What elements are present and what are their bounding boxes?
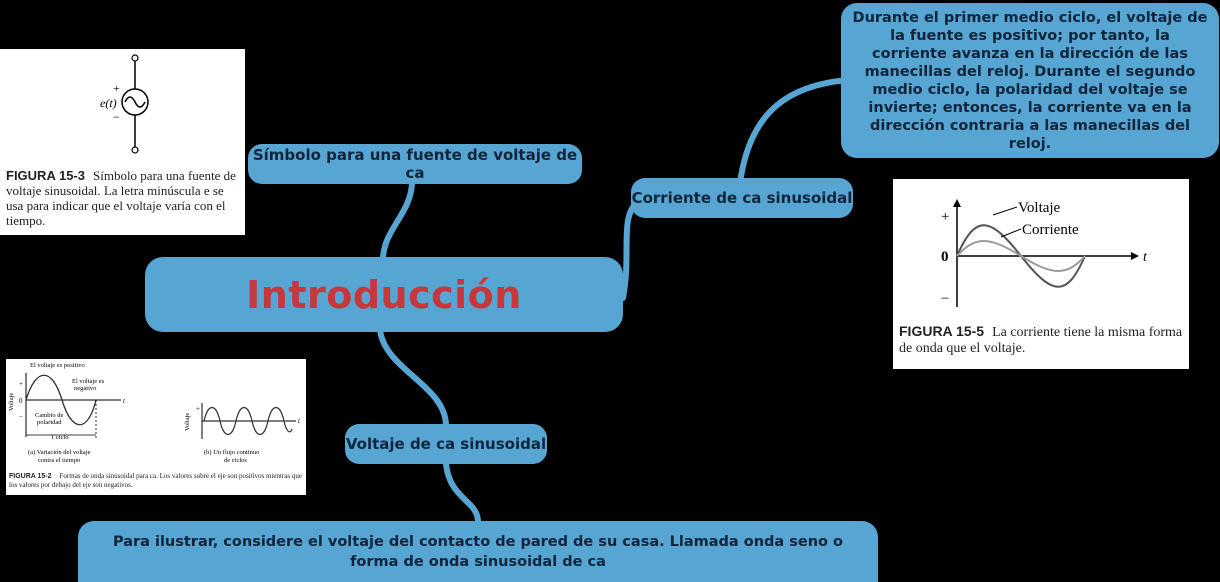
caption-text: La corriente tiene la misma forma de ond…	[899, 325, 1183, 357]
node-voltaje-ca[interactable]: Voltaje de ca sinusoidal	[345, 424, 547, 464]
connector-para	[443, 461, 481, 525]
caption-number: FIGURA 15-3	[6, 168, 85, 183]
node-durante-label: Durante el primer medio ciclo, el voltaj…	[852, 9, 1208, 152]
zero-label: 0	[941, 249, 949, 265]
connector-durante	[737, 77, 851, 186]
negativo-label-1: El voltaje es	[72, 378, 105, 385]
node-voltaje-label: Voltaje de ca sinusoidal	[345, 435, 547, 453]
sub-a-2: contra el tiempo	[38, 457, 80, 464]
caption-number: FIGURA 15-5	[899, 323, 985, 339]
node-durante-medio-ciclo[interactable]: Durante el primer medio ciclo, el voltaj…	[841, 3, 1219, 158]
plus-label: +	[113, 81, 120, 95]
node-corriente-label: Corriente de ca sinusoidal	[631, 189, 853, 207]
central-topic-node[interactable]: Introducción	[145, 257, 623, 332]
positivo-label: El voltaje es positivo	[30, 362, 85, 369]
node-simbolo-label: Símbolo para una fuente de voltaje de ca	[252, 146, 578, 182]
plus-label-b: +	[196, 405, 200, 413]
node-para-ilustrar[interactable]: Para ilustrar, considere el voltaje del …	[78, 521, 878, 582]
connector-simbolo	[380, 181, 415, 263]
legend-voltaje: Voltaje	[1018, 200, 1061, 216]
caption-text: Formas de onda sinusoidal para ca. Los v…	[9, 472, 302, 490]
cambio-label-1: Cambio de	[35, 412, 63, 419]
plus-label-a: +	[19, 380, 23, 388]
plus-label: +	[941, 209, 949, 225]
e-of-t-label: e(t)	[100, 96, 117, 110]
node-corriente-ca[interactable]: Corriente de ca sinusoidal	[631, 178, 853, 218]
t-label: t	[1143, 250, 1148, 265]
negativo-label-2: negativo	[74, 385, 96, 392]
caption-text: Símbolo para una fuente de voltaje sinus…	[6, 168, 236, 228]
node-simbolo-fuente[interactable]: Símbolo para una fuente de voltaje de ca	[248, 144, 582, 184]
ac-source-symbol: + e(t) −	[100, 54, 149, 154]
zero-label-a: 0	[19, 397, 23, 405]
central-topic-title: Introducción	[246, 272, 522, 317]
sub-b-1: (b) Un flujo continuo	[204, 449, 259, 456]
sine-waveforms: El voltaje es positivo El voltaje es neg…	[8, 362, 301, 464]
ylabel-a: Voltaje	[8, 393, 15, 411]
t-label-a: t	[123, 397, 126, 405]
cambio-label-2: polaridad	[37, 419, 62, 426]
legend-corriente: Corriente	[1022, 222, 1079, 238]
ylabel-b: Voltaje	[184, 413, 191, 431]
caption-number: FIGURA 15-2	[9, 473, 52, 480]
ciclo-label: 1 ciclo	[51, 434, 69, 441]
figure-15-2-image: El voltaje es positivo El voltaje es neg…	[6, 359, 306, 495]
minus-label: −	[941, 291, 949, 307]
minus-label: −	[113, 110, 120, 124]
connector-voltaje	[377, 327, 449, 428]
sub-a-1: (a) Variación del voltaje	[28, 449, 91, 456]
sub-b-2: de ciclos	[224, 457, 247, 464]
minus-label-a: −	[19, 413, 23, 421]
voltage-current-waveform: Voltaje Corriente + 0 − t	[941, 199, 1148, 307]
node-para-label: Para ilustrar, considere el voltaje del …	[112, 533, 844, 570]
t-label-b: t	[298, 417, 301, 425]
